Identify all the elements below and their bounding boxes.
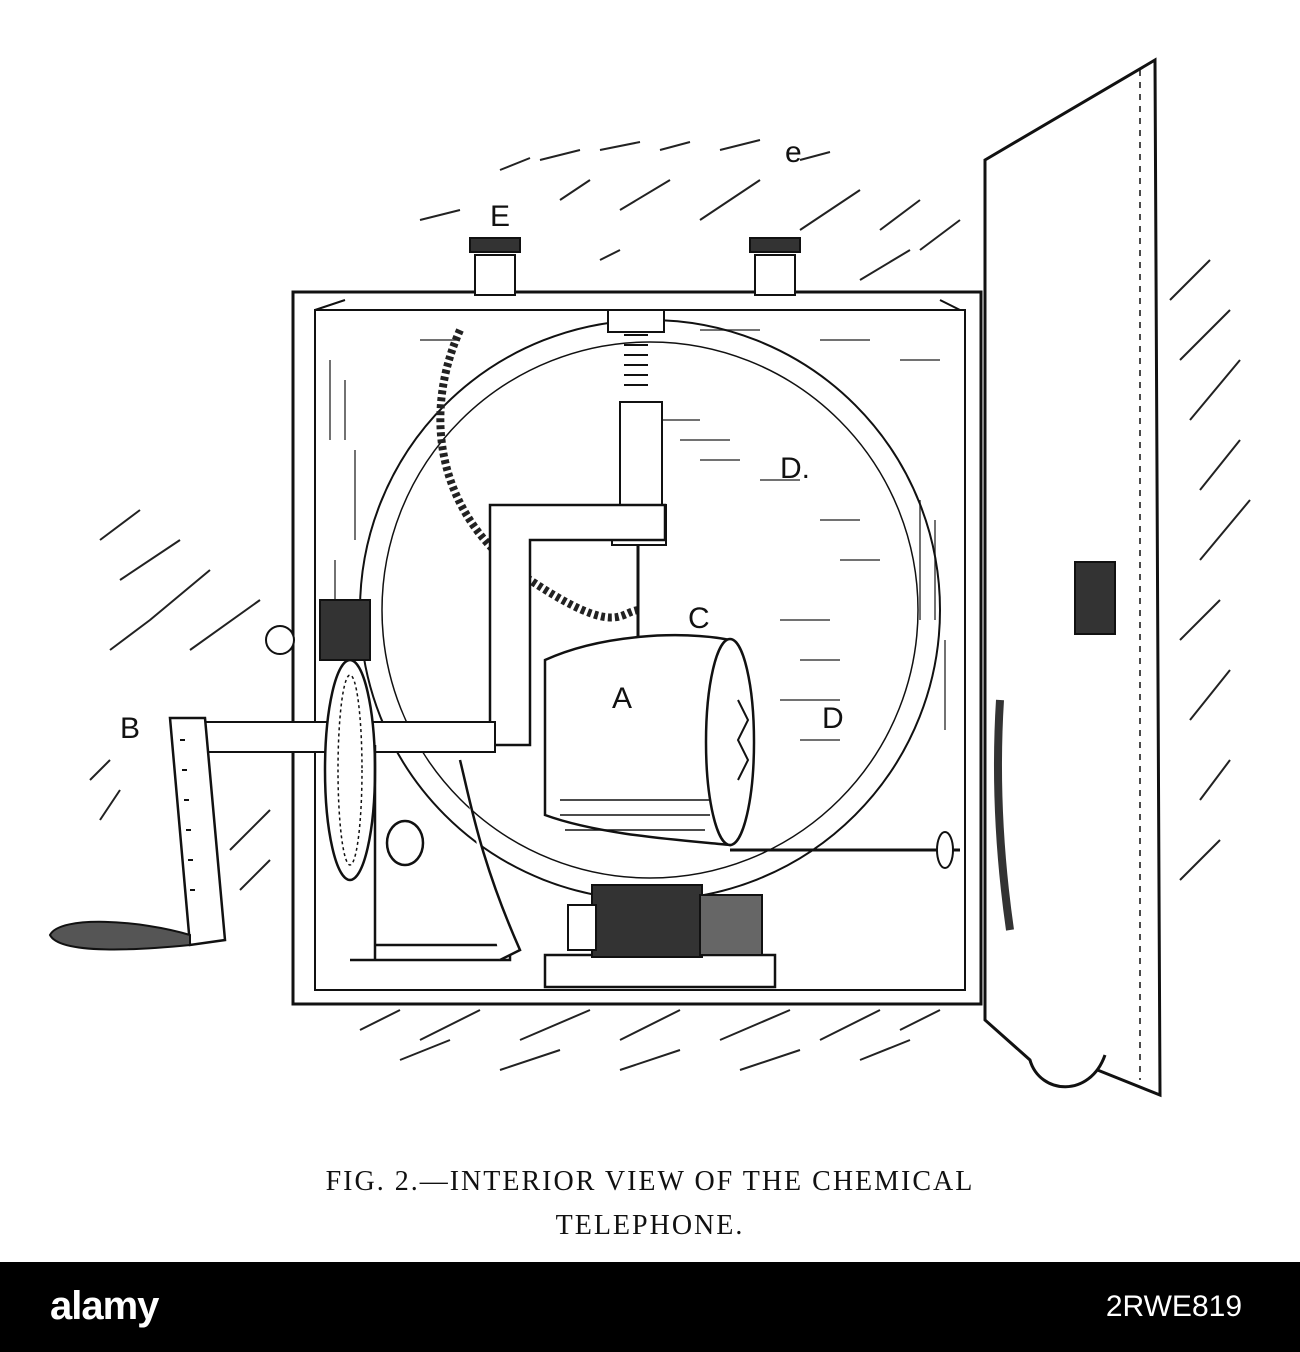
image-id: 2RWE819 [1105,1290,1242,1323]
caption-line-1: FIG. 2.—INTERIOR VIEW OF THE CHEMICAL [325,1166,975,1197]
label-c: C [688,602,710,635]
door-panel [983,57,1162,1098]
electromagnet-coil [543,884,777,989]
cord [436,328,641,622]
interior-grain [329,329,946,741]
label-d-upper: D. [780,452,810,485]
chemical-telephone-engraving: E e D. C A D B [48,57,1251,1098]
stock-footer-bar: alamy 2RWE819 [0,1262,1300,1352]
gear-wheel [265,599,377,882]
label-b: B [120,712,140,745]
label-e-lower: e [785,136,802,169]
label-a: A [612,682,632,715]
alamy-logo: alamy [50,1284,159,1328]
binding-posts [469,237,801,296]
background-hatching [89,139,1251,1071]
crank-handle [48,716,227,951]
drum-a [543,633,756,847]
figure-caption: FIG. 2.—INTERIOR VIEW OF THE CHEMICAL TE… [0,1160,1300,1248]
caption-line-2: TELEPHONE. [555,1210,745,1241]
label-e-upper: E [490,200,510,233]
box-frame [291,290,983,1006]
lower-stand [350,745,522,962]
label-d-lower: D [822,702,844,735]
